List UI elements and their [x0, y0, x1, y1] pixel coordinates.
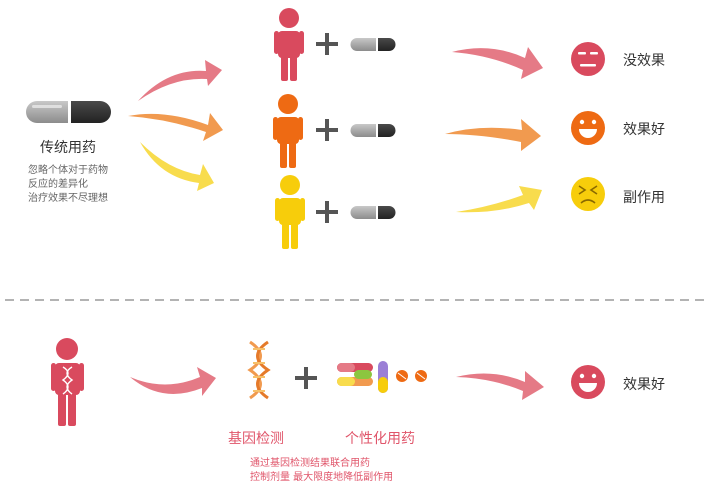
happy-face-icon	[571, 365, 605, 399]
plus-icon	[295, 367, 317, 389]
person-icon	[51, 338, 84, 426]
capsule-icon	[350, 206, 396, 219]
outcome-side-effect: 副作用	[623, 190, 665, 206]
arrow-to-red-person	[138, 60, 222, 101]
outcome-personalized: 效果好	[623, 377, 665, 393]
personalized-notes: 通过基因检测结果联合用药 控制剂量 最大限度地降低副作用	[250, 457, 393, 485]
arrow-to-yellow-person	[140, 142, 214, 191]
arrow-to-good-effect	[445, 119, 541, 151]
capsule-icon	[350, 124, 396, 137]
capsule-icon	[26, 101, 111, 123]
person-orange-row	[273, 94, 396, 168]
traditional-medication-title: 传统用药	[40, 140, 96, 156]
person-icon	[274, 8, 304, 81]
plus-icon	[316, 119, 338, 141]
arrow-to-side-effect	[456, 186, 542, 213]
note-line: 忽略个体对于药物	[28, 165, 108, 176]
note-line: 反应的差异化	[28, 179, 88, 190]
person-icon	[273, 94, 303, 168]
pills-icon	[337, 361, 427, 393]
sick-face-icon	[571, 177, 605, 211]
person-icon	[275, 175, 305, 249]
person-red-row	[274, 8, 396, 81]
outcome-no-effect: 没效果	[623, 53, 665, 69]
gene-test-label: 基因检测	[228, 431, 284, 447]
dna-icon	[247, 340, 271, 400]
plus-icon	[316, 201, 338, 223]
note-line: 治疗效果不尽理想	[28, 193, 108, 204]
arrow-to-no-effect	[452, 47, 543, 79]
note-line: 控制剂量 最大限度地降低副作用	[250, 472, 394, 483]
happy-face-icon	[571, 111, 605, 145]
traditional-notes: 忽略个体对于药物 反应的差异化 治疗效果不尽理想	[28, 164, 108, 206]
capsule-icon	[350, 38, 396, 51]
personalized-drug-label: 个性化用药	[345, 431, 415, 447]
plus-icon	[316, 33, 338, 55]
note-line: 通过基因检测结果联合用药	[250, 458, 370, 469]
arrow-to-gene-test	[130, 367, 216, 396]
arrow-to-good-effect-bottom	[456, 371, 544, 400]
outcome-good-effect: 效果好	[623, 122, 665, 138]
arrow-to-orange-person	[128, 113, 223, 141]
neutral-face-icon	[571, 42, 605, 76]
person-yellow-row	[275, 175, 396, 249]
